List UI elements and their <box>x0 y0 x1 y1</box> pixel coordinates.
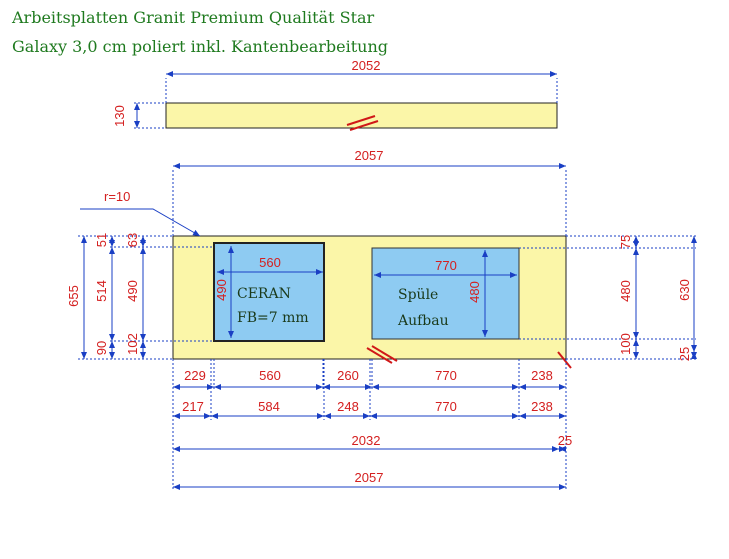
row2-seg-4: 770 <box>435 399 457 414</box>
right-edge-label: 25 <box>677 347 692 361</box>
row3-width-label: 2032 <box>352 433 381 448</box>
sink-height-label: 480 <box>467 281 482 303</box>
row1-seg-4: 770 <box>435 368 457 383</box>
left-cut-height-label: 490 <box>125 280 140 302</box>
cut-mark <box>346 115 379 131</box>
sink-cutout <box>371 247 520 340</box>
sink-width-label: 770 <box>435 258 457 273</box>
row2-seg-3: 248 <box>337 399 359 414</box>
cooktop-width-label: 560 <box>259 255 281 270</box>
left-mid-label: 514 <box>94 280 109 302</box>
right-mid-label: 480 <box>618 280 633 302</box>
cooktop-height-label: 490 <box>214 279 229 301</box>
main-width-label: 2057 <box>355 148 384 163</box>
row1-seg-5: 238 <box>531 368 553 383</box>
cooktop-label-1: CERAN <box>237 286 291 302</box>
backsplash-strip <box>165 102 558 129</box>
right-bottom-label: 100 <box>618 333 633 355</box>
dimension-lines <box>78 71 697 491</box>
row1-seg-2: 560 <box>259 368 281 383</box>
row3-edge-label: 25 <box>558 433 572 448</box>
left-top-label: 51 <box>94 233 109 247</box>
row1-seg-1: 229 <box>184 368 206 383</box>
right-total-label: 630 <box>677 279 692 301</box>
title-line-1: Arbeitsplatten Granit Premium Qualität S… <box>12 8 375 27</box>
sink-label-1: Spüle <box>398 287 438 303</box>
dimension-labels: 2052 130 2057 r=10 560 490 770 480 CERAN… <box>66 58 692 485</box>
sink-label-2: Aufbau <box>397 313 449 329</box>
right-top-label: 75 <box>618 235 633 249</box>
left-bottom-label: 90 <box>94 341 109 355</box>
left-cut-bottom-label: 102 <box>125 333 140 355</box>
row2-seg-1: 217 <box>182 399 204 414</box>
left-cut-top-label: 63 <box>125 233 140 247</box>
row4-width-label: 2057 <box>355 470 384 485</box>
cut-mark <box>366 345 398 364</box>
left-total-label: 655 <box>66 285 81 307</box>
cooktop-label-2: FB=7 mm <box>237 310 309 326</box>
row2-seg-2: 584 <box>258 399 280 414</box>
strip-height-label: 130 <box>112 105 127 127</box>
row2-seg-5: 238 <box>531 399 553 414</box>
radius-leader <box>80 208 201 237</box>
strip-width-label: 2052 <box>352 58 381 73</box>
cut-mark <box>557 351 572 369</box>
title-line-2: Galaxy 3,0 cm poliert inkl. Kantenbearbe… <box>12 37 389 56</box>
row1-seg-3: 260 <box>337 368 359 383</box>
corner-radius-label: r=10 <box>104 189 130 204</box>
plates <box>165 102 572 369</box>
